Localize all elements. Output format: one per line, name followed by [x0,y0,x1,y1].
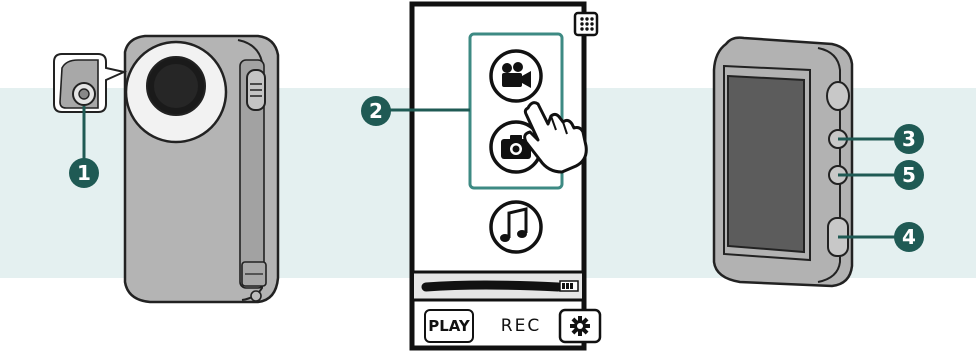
grid-icon[interactable] [573,11,599,37]
callout-4: 4 [894,222,924,252]
callout-3: 3 [894,124,924,154]
settings-icon [570,316,590,336]
callout-2: 2 [361,96,391,126]
screen-view [390,1,602,351]
hand-pointer-icon [523,101,588,174]
callout-5: 5 [894,160,924,190]
callout-1: 1 [69,158,99,188]
video-camera-icon[interactable] [489,49,543,103]
music-note-icon[interactable] [489,200,543,254]
settings-button[interactable] [558,308,602,344]
camera-front-view [53,34,280,304]
battery-icon [559,280,579,292]
camera-back-view [712,36,898,288]
play-button[interactable]: PLAY [424,309,474,343]
rec-label: REC [500,316,542,336]
